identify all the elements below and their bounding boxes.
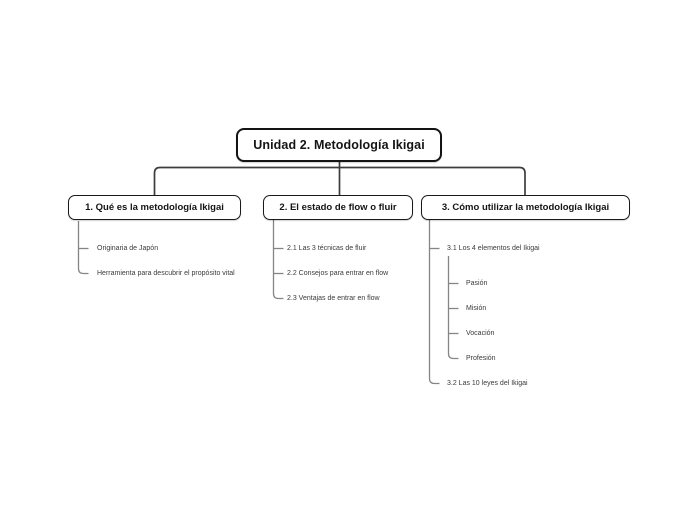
branch-2-leaf-connectors — [272, 220, 284, 300]
leaf-mision[interactable]: Misión — [466, 305, 487, 312]
connector-rail-branch-1-3 — [153, 166, 526, 195]
leaf-3-2-leyes-ikigai[interactable]: 3.2 Las 10 leyes del Ikigai — [447, 380, 528, 387]
leaf-2-2-consejos-entrar-flow[interactable]: 2.2 Consejos para entrar en flow — [287, 270, 389, 277]
leaf-profesion[interactable]: Profesión — [466, 355, 496, 362]
root-node[interactable]: Unidad 2. Metodología Ikigai — [236, 128, 442, 162]
branch-node-1[interactable]: 1. Qué es la metodología Ikigai — [68, 195, 241, 220]
leaf-herramienta-proposito-vital[interactable]: Herramienta para descubrir el propósito … — [97, 270, 235, 277]
connector-branch3-spine — [428, 220, 440, 385]
connector-branch2-spine — [272, 220, 284, 300]
leaf-2-3-ventajas-entrar-flow[interactable]: 2.3 Ventajas de entrar en flow — [287, 295, 380, 302]
branch-node-2[interactable]: 2. El estado de flow o fluir — [263, 195, 413, 220]
leaf-3-1-elementos-ikigai[interactable]: 3.1 Los 4 elementos del Ikigai — [447, 245, 540, 252]
leaf-2-1-tecnicas-de-fluir[interactable]: 2.1 Las 3 técnicas de fluir — [287, 245, 367, 252]
root-branch-connectors — [153, 162, 526, 195]
branch-3-leaf-connectors — [428, 220, 459, 385]
leaf-pasion[interactable]: Pasión — [466, 280, 488, 287]
leaf-vocacion[interactable]: Vocación — [466, 330, 495, 337]
connector-elements-spine — [447, 256, 459, 360]
connector-branch1-spine — [77, 221, 89, 275]
branch-node-3[interactable]: 3. Cómo utilizar la metodología Ikigai — [421, 195, 630, 220]
branch-1-leaf-connectors — [77, 221, 89, 275]
leaf-originaria-de-japon[interactable]: Originaria de Japón — [97, 245, 159, 252]
